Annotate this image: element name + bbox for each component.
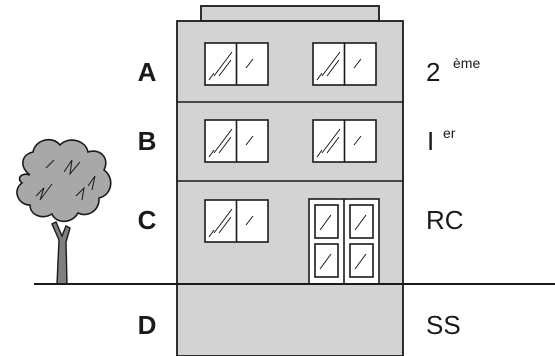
- floor-letter-d: D: [138, 310, 157, 340]
- window-a-left: [204, 42, 269, 86]
- entrance-door: [308, 198, 380, 285]
- tree-canopy: [16, 138, 112, 223]
- floor-sup-b: er: [443, 125, 456, 141]
- window-c-left: [204, 199, 269, 243]
- window-b-left: [204, 119, 269, 163]
- floor-name-c: RC: [426, 205, 464, 235]
- window-b-right: [312, 119, 377, 163]
- floor-letter-c: C: [138, 205, 157, 235]
- floor-name-a: 2: [426, 57, 440, 87]
- roof-parapet: [200, 5, 380, 22]
- window-a-right: [312, 42, 377, 86]
- floor-letter-b: B: [138, 126, 157, 156]
- tree-trunk: [51, 221, 71, 285]
- floor-name-d: SS: [426, 310, 461, 340]
- tree: [16, 138, 112, 285]
- floor-name-b: I: [427, 126, 434, 156]
- floor-sup-a: ème: [453, 55, 480, 71]
- floor-letter-a: A: [138, 57, 157, 87]
